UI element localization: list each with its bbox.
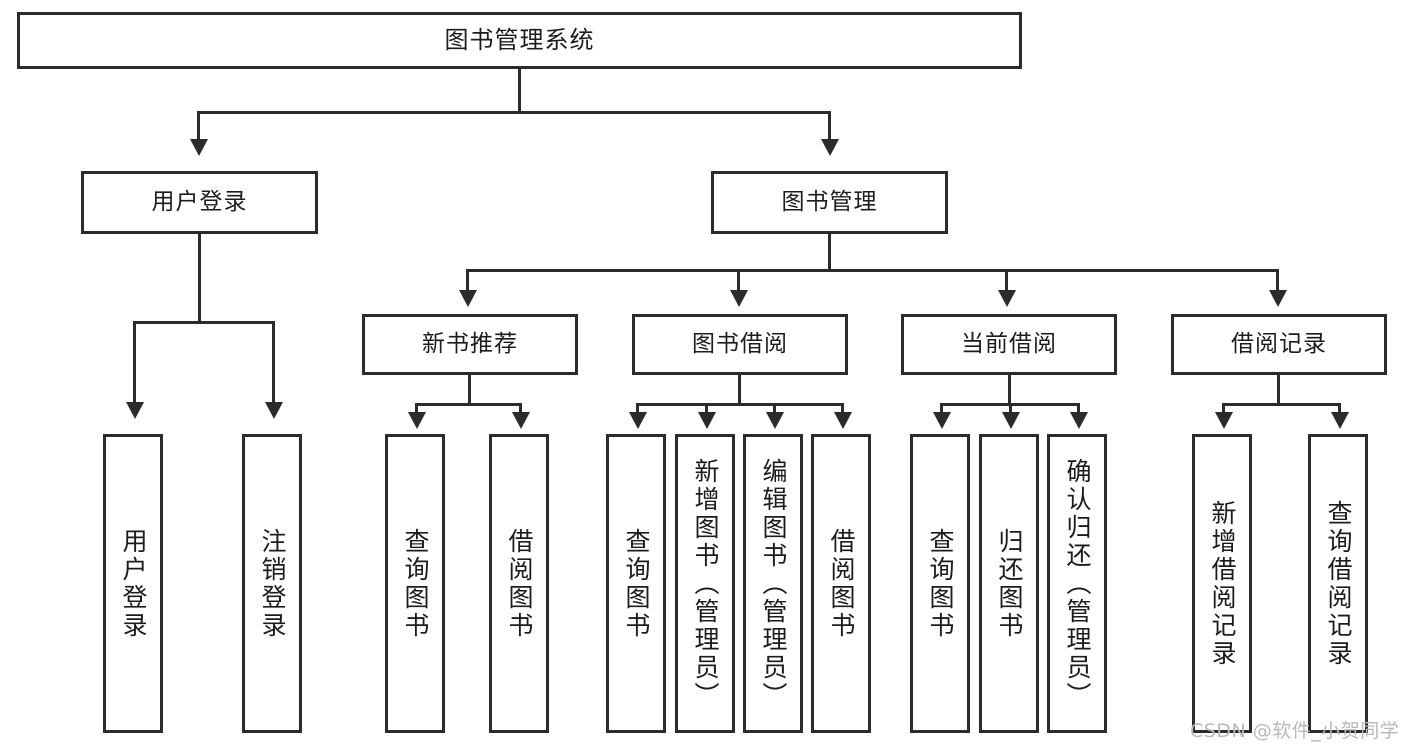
node-leaf-query-book-3[interactable]: 查询图书 [910, 434, 970, 733]
node-user-login[interactable]: 用户登录 [81, 171, 318, 234]
node-label: 查询图书 [926, 527, 955, 640]
connector-br-bar [1222, 403, 1341, 406]
connector-root-bar [197, 111, 831, 114]
node-leaf-query-book-1[interactable]: 查询图书 [385, 434, 445, 733]
connector-root-stem [518, 69, 521, 113]
arrow-to-current-borrow [998, 290, 1016, 307]
arrow-to-user-login [190, 139, 208, 156]
csdn-watermark: CSDN @软件_小贺同学 [1190, 720, 1400, 742]
node-new-book-recommend[interactable]: 新书推荐 [362, 314, 578, 375]
connector-bb-branch-2 [705, 403, 708, 415]
node-label: 新增借阅记录 [1208, 499, 1237, 668]
node-label: 查询借阅记录 [1324, 499, 1353, 668]
node-leaf-borrow-book-2[interactable]: 借阅图书 [811, 434, 871, 733]
node-label: 编辑图书（管理员） [759, 457, 788, 710]
node-book-borrow[interactable]: 图书借阅 [632, 314, 848, 375]
node-label: 用户登录 [119, 527, 148, 640]
arrow-to-leaf-edit-book-admin [766, 412, 784, 429]
arrow-to-leaf-add-book-admin [698, 412, 716, 429]
connector-bb-branch-4 [841, 403, 844, 415]
arrow-to-leaf-user-login [126, 402, 144, 419]
connector-bm-branch-4 [1276, 269, 1279, 293]
node-borrow-record[interactable]: 借阅记录 [1171, 314, 1387, 375]
arrow-to-leaf-query-book-1 [408, 412, 426, 429]
node-leaf-query-book-2[interactable]: 查询图书 [606, 434, 666, 733]
node-leaf-borrow-book-1[interactable]: 借阅图书 [489, 434, 549, 733]
node-label: 注销登录 [258, 527, 287, 640]
connector-cb-stem [1008, 375, 1011, 406]
connector-bm-branch-1 [466, 269, 469, 293]
arrow-to-leaf-add-borrow-record [1215, 412, 1233, 429]
connector-root-to-user-login [197, 111, 200, 143]
connector-nbr-bar [415, 403, 522, 406]
arrow-to-leaf-return-book [1002, 412, 1020, 429]
node-leaf-edit-book-admin[interactable]: 编辑图书（管理员） [743, 434, 803, 733]
node-label: 借阅图书 [827, 527, 856, 640]
connector-br-stem [1277, 375, 1280, 406]
node-label: 图书管理系统 [444, 26, 595, 55]
arrow-to-book-management [821, 139, 839, 156]
node-label: 借阅图书 [505, 527, 534, 640]
connector-nbr-branch-2 [519, 403, 522, 415]
node-label: 查询图书 [622, 527, 651, 640]
node-leaf-user-login[interactable]: 用户登录 [103, 434, 163, 733]
node-book-management-system[interactable]: 图书管理系统 [17, 12, 1022, 69]
node-label: 图书借阅 [692, 330, 788, 357]
node-label: 归还图书 [995, 527, 1024, 640]
connector-bb-branch-3 [773, 403, 776, 415]
connector-user-login-bar [133, 321, 275, 324]
connector-bb-bar [636, 403, 844, 406]
node-label: 图书管理 [781, 188, 878, 215]
node-label: 确认归还（管理员） [1063, 457, 1092, 710]
node-leaf-add-borrow-record[interactable]: 新增借阅记录 [1192, 434, 1252, 733]
arrow-to-new-book-recommend [459, 290, 477, 307]
node-book-management[interactable]: 图书管理 [711, 171, 948, 234]
node-label: 借阅记录 [1231, 330, 1327, 357]
node-leaf-return-book[interactable]: 归还图书 [979, 434, 1039, 733]
arrow-to-leaf-logout-login [265, 402, 283, 419]
connector-cb-branch-1 [940, 403, 943, 415]
node-leaf-confirm-return-admin[interactable]: 确认归还（管理员） [1047, 434, 1107, 733]
node-label: 当前借阅 [961, 330, 1057, 357]
connector-user-login-branch-2 [272, 321, 275, 406]
arrow-to-leaf-query-book-3 [933, 412, 951, 429]
connector-bb-stem [738, 375, 741, 406]
connector-book-management-stem [828, 233, 831, 272]
connector-bm-branch-2 [737, 269, 740, 293]
node-current-borrow[interactable]: 当前借阅 [901, 314, 1117, 375]
node-leaf-logout-login[interactable]: 注销登录 [242, 434, 302, 733]
connector-br-branch-2 [1338, 403, 1341, 415]
node-label: 新增图书（管理员） [691, 457, 720, 710]
connector-br-branch-1 [1222, 403, 1225, 415]
arrow-to-leaf-query-book-2 [629, 412, 647, 429]
connector-bm-branch-3 [1005, 269, 1008, 293]
node-label: 用户登录 [151, 188, 248, 215]
connector-book-management-bar [466, 269, 1279, 272]
connector-nbr-stem [468, 375, 471, 406]
arrow-to-book-borrow [730, 290, 748, 307]
connector-user-login-stem [198, 234, 201, 324]
connector-user-login-branch-1 [133, 321, 136, 406]
node-leaf-add-book-admin[interactable]: 新增图书（管理员） [675, 434, 735, 733]
arrow-to-borrow-record [1269, 290, 1287, 307]
connector-bb-branch-1 [636, 403, 639, 415]
connector-cb-branch-3 [1077, 403, 1080, 415]
arrow-to-leaf-query-borrow-record [1331, 412, 1349, 429]
connector-nbr-branch-1 [415, 403, 418, 415]
arrow-to-leaf-borrow-book-1 [512, 412, 530, 429]
node-label: 新书推荐 [422, 330, 518, 357]
arrow-to-leaf-borrow-book-2 [834, 412, 852, 429]
node-leaf-query-borrow-record[interactable]: 查询借阅记录 [1308, 434, 1368, 733]
connector-root-to-book-management [828, 111, 831, 143]
connector-cb-branch-2 [1009, 403, 1012, 415]
arrow-to-leaf-confirm-return-admin [1070, 412, 1088, 429]
node-label: 查询图书 [401, 527, 430, 640]
